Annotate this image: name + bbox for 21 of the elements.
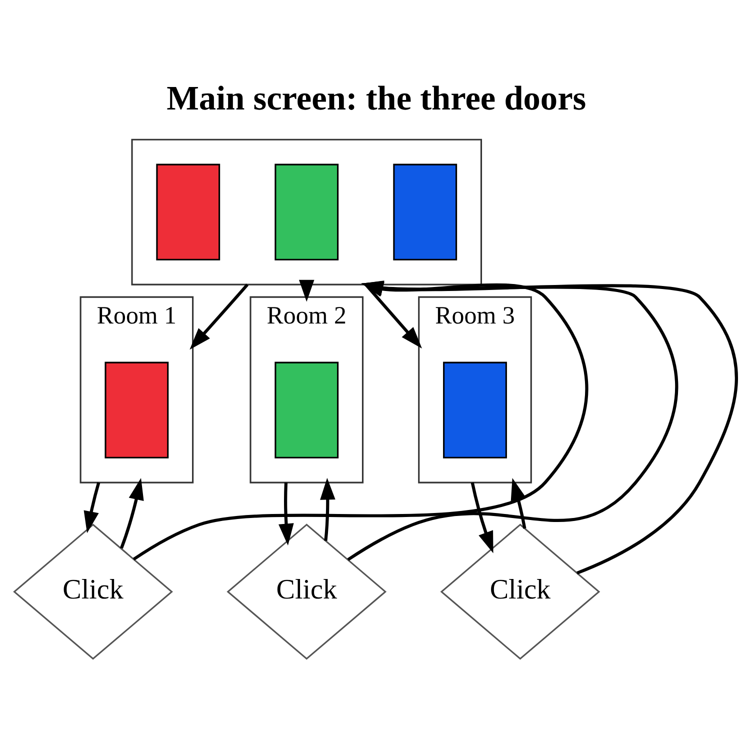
cluster <box>131 138 482 286</box>
cluster: Room 3 <box>418 296 532 484</box>
node-diamond: Click <box>13 524 173 660</box>
node-box <box>274 362 339 458</box>
node-box <box>393 164 458 260</box>
arrow <box>298 280 314 302</box>
arrow <box>84 482 100 534</box>
arrow <box>510 478 526 529</box>
node-box <box>156 164 220 260</box>
arrow <box>278 482 294 546</box>
diagram-title: Main screen: the three doors <box>166 79 586 118</box>
arrow <box>364 284 422 348</box>
cluster: Room 2 <box>250 296 364 484</box>
node-box <box>443 362 507 458</box>
node-box <box>104 362 169 458</box>
cluster: Room 1 <box>80 296 194 484</box>
node-diamond: Click <box>440 524 600 660</box>
arrow <box>470 482 494 554</box>
arrow <box>120 478 144 549</box>
arrow <box>320 478 336 541</box>
node-box <box>274 164 339 260</box>
